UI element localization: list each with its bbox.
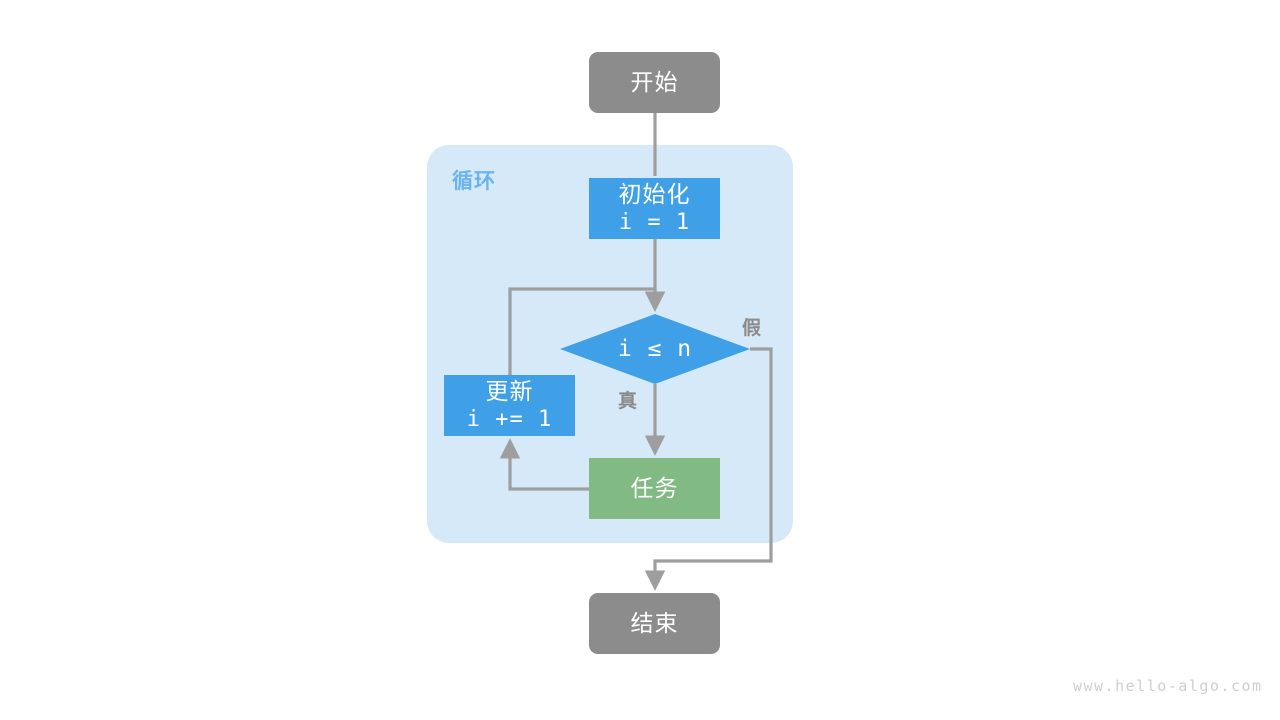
loop-group-label: 循环 — [452, 170, 496, 193]
edge-update-to-decision — [508, 287, 666, 375]
edge-task-to-update — [499, 438, 589, 491]
edge-label-false: 假 — [742, 318, 762, 339]
edge-decision-false-to-end — [644, 347, 773, 591]
start-node-shape[interactable] — [589, 52, 720, 113]
edge-label-true: 真 — [618, 391, 638, 412]
init-node-shape[interactable] — [589, 178, 720, 239]
end-node-shape[interactable] — [589, 593, 720, 654]
task-node-shape[interactable] — [589, 458, 720, 519]
update-node-shape[interactable] — [444, 375, 575, 436]
watermark: www.hello-algo.com — [1073, 677, 1263, 695]
decision-node-shape[interactable] — [560, 314, 750, 384]
